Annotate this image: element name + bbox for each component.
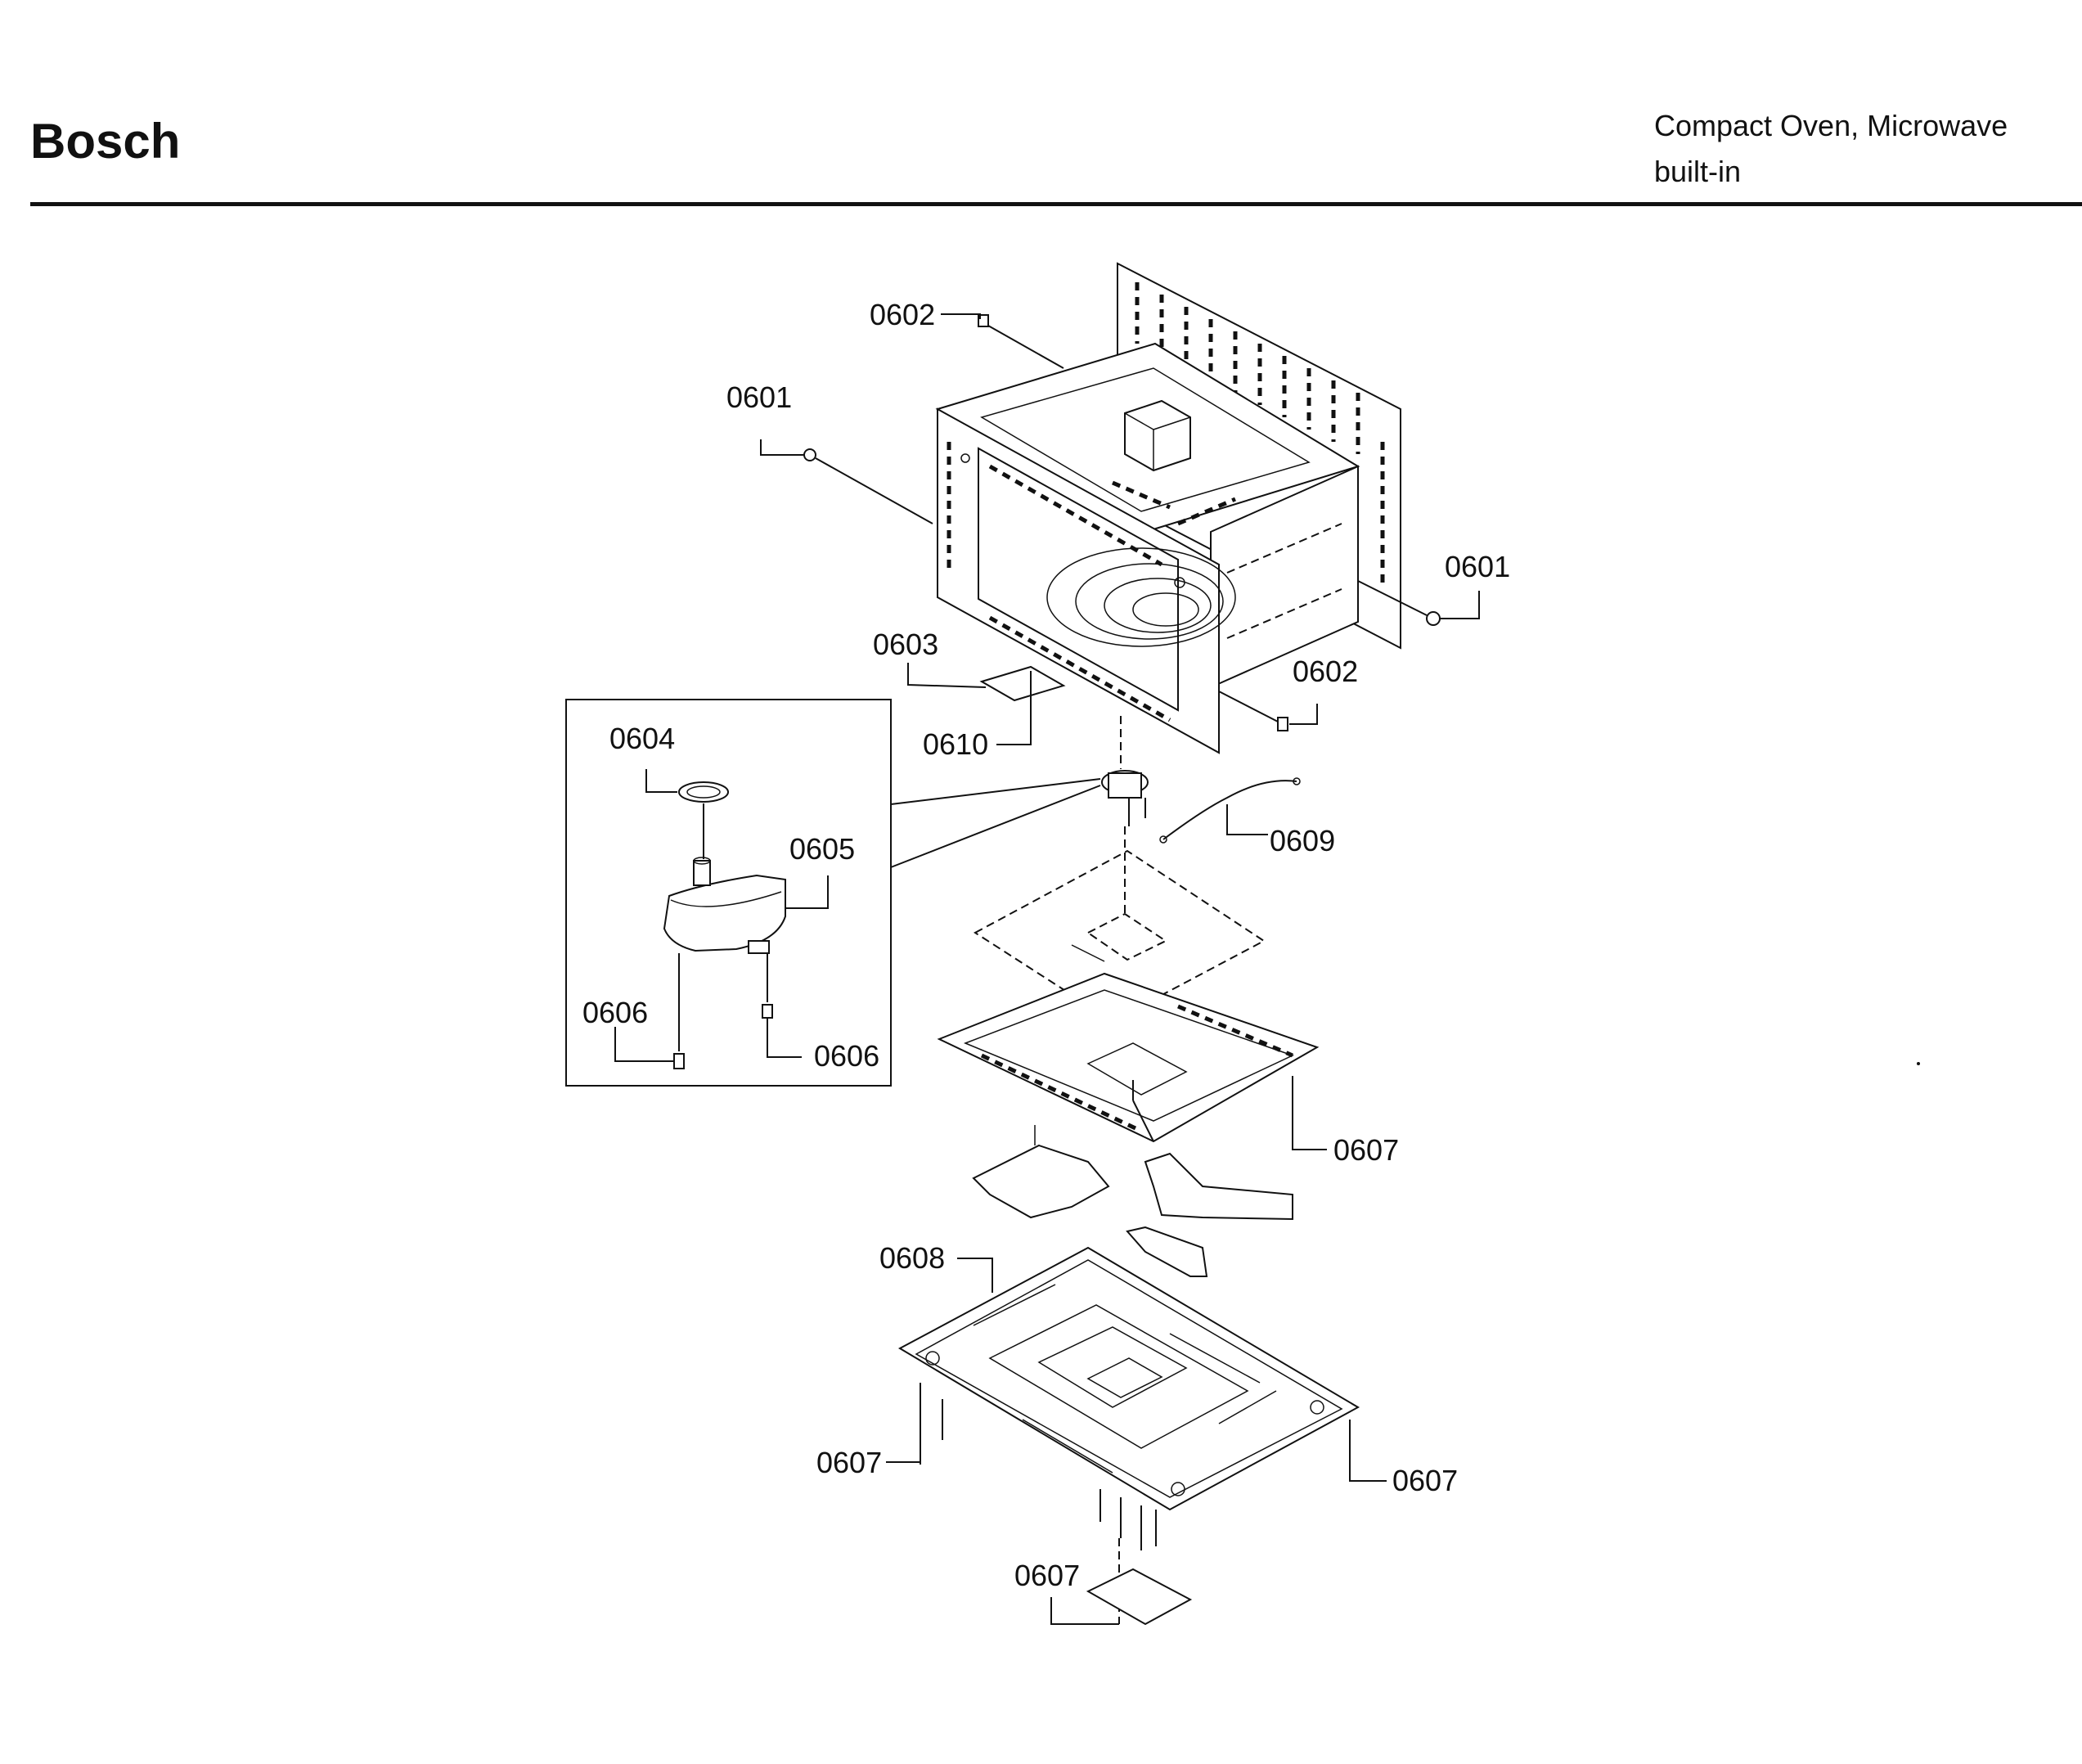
screw-0602-bottom <box>1218 691 1288 731</box>
callout-0607-bottom: 0607 <box>1014 1559 1080 1592</box>
leader-lines <box>614 313 1480 1625</box>
callout-0607-left: 0607 <box>816 1446 882 1479</box>
wire-harness-0609 <box>1159 777 1301 844</box>
callout-0610: 0610 <box>923 727 988 761</box>
callout-0609: 0609 <box>1270 824 1335 857</box>
insulation-sheet <box>974 826 1266 1023</box>
callout-0602-bottom: 0602 <box>1293 655 1358 688</box>
callout-0608: 0608 <box>879 1241 945 1275</box>
turntable-rings <box>1046 547 1236 647</box>
stray-dot <box>1917 1062 1920 1065</box>
detail-box <box>565 699 1101 1087</box>
callout-labels: 0602 0601 0601 0603 0602 0610 0604 0605 … <box>582 298 1510 1592</box>
magnetron-block <box>1112 399 1236 526</box>
callout-0606-left: 0606 <box>582 996 648 1029</box>
product-line-1: Compact Oven, Microwave <box>1654 109 2008 142</box>
callout-0607-tray: 0607 <box>1333 1133 1399 1167</box>
base-plate-0608 <box>897 1246 1360 1624</box>
product-description: Compact Oven, Microwave built-in <box>1654 103 2008 195</box>
turntable-motor-small <box>1101 716 1149 826</box>
screw-0602-top <box>978 314 1064 369</box>
callout-0605: 0605 <box>789 832 855 866</box>
callout-0606-right: 0606 <box>814 1039 879 1073</box>
callout-0603: 0603 <box>873 628 938 661</box>
callout-0601-right: 0601 <box>1445 550 1510 583</box>
screw-0601-left <box>803 448 933 524</box>
brand-name: Bosch <box>30 114 181 169</box>
callout-0602-top: 0602 <box>870 298 935 331</box>
bottom-cover <box>1086 1568 1193 1626</box>
product-line-2: built-in <box>1654 155 1742 188</box>
callout-0604: 0604 <box>609 722 675 755</box>
bottom-tray <box>937 972 1320 1143</box>
callout-0601-left: 0601 <box>726 380 792 414</box>
header-rule <box>30 202 2082 206</box>
screw-0601-right <box>1357 580 1441 626</box>
back-panel-vents <box>1135 282 1385 589</box>
duct-pieces <box>972 1125 1293 1277</box>
cover-plate-0603 <box>979 665 1066 702</box>
oven-housing <box>935 262 1401 754</box>
callout-0607-right: 0607 <box>1392 1464 1458 1497</box>
